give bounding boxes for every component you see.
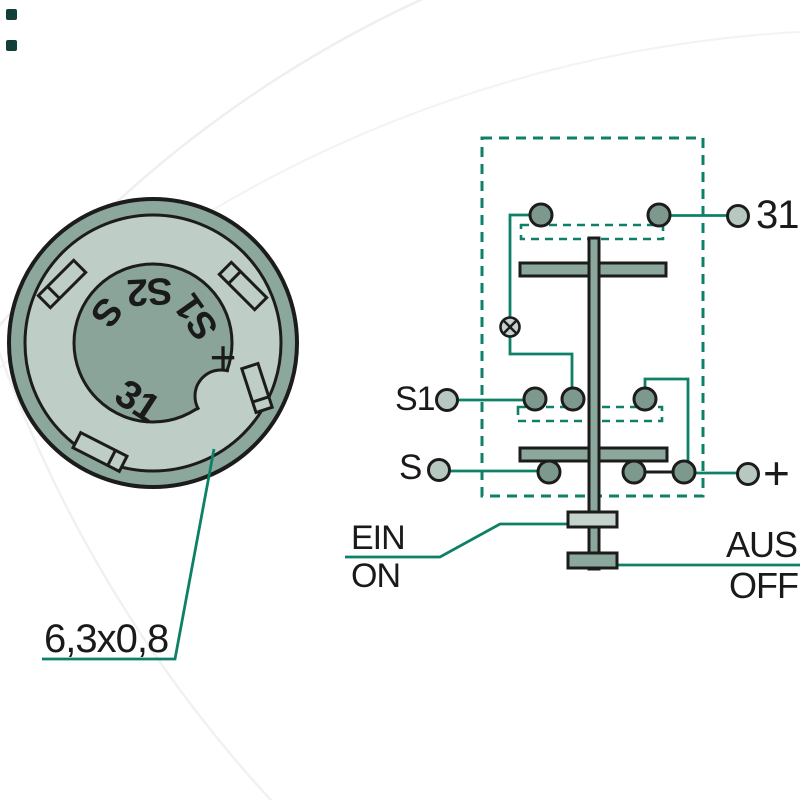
contact-s-b: [621, 459, 647, 485]
contact-top-left: [528, 202, 554, 228]
blade-terminal-top-left: [36, 258, 88, 310]
detent-plate-upper: [566, 510, 619, 529]
contact-s-c: [671, 459, 697, 485]
blade-terminal-top-right: [217, 260, 269, 312]
label-s1: S1: [395, 380, 435, 418]
terminal-s: [427, 458, 451, 482]
wire-top-to-lamp: [508, 213, 530, 318]
blade-terminal-right: [239, 361, 275, 415]
terminal-plus: [736, 462, 760, 486]
contact-s1-c: [632, 386, 658, 412]
terminal-s1: [435, 388, 459, 412]
contact-s1-a: [522, 386, 548, 412]
engraving-s2: S2: [127, 269, 174, 313]
corner-mark-2: [6, 40, 17, 51]
label-ein: EIN: [351, 519, 405, 557]
lamp-symbol: [499, 316, 521, 338]
dimension-callout: 6,3x0,8: [42, 448, 216, 661]
switch-schematic: 31 S1 S + EIN ON AUS OFF: [345, 136, 800, 606]
connector-front-view: S S2 S1 + 31: [7, 197, 299, 489]
terminal-31: [726, 204, 750, 228]
label-31: 31: [756, 193, 799, 237]
wire-lamp-to-s1-contact: [508, 336, 574, 389]
wire-s1-over-route: [643, 377, 690, 462]
wire-ein-position: [345, 522, 567, 559]
corner-mark-1: [6, 9, 17, 20]
connector-inner-disc: [72, 262, 234, 424]
label-aus: AUS: [726, 524, 797, 565]
blade-terminal-bottom: [70, 430, 130, 474]
corner-marks: [6, 9, 17, 51]
contact-top-right: [646, 202, 672, 228]
wires: [345, 213, 800, 567]
detent-plate-lower: [566, 551, 619, 570]
contact-s1-b: [560, 386, 586, 412]
internal-contacts: [522, 202, 697, 485]
label-plus: +: [763, 447, 789, 499]
external-terminals: [427, 204, 760, 486]
label-s: S: [399, 448, 421, 487]
dimension-leader-line: [42, 448, 216, 661]
label-on: ON: [351, 557, 400, 595]
engraving-plus: +: [210, 331, 237, 383]
contact-s-a: [536, 459, 562, 485]
dimension-label: 6,3x0,8: [44, 617, 168, 661]
label-off: OFF: [729, 565, 798, 606]
